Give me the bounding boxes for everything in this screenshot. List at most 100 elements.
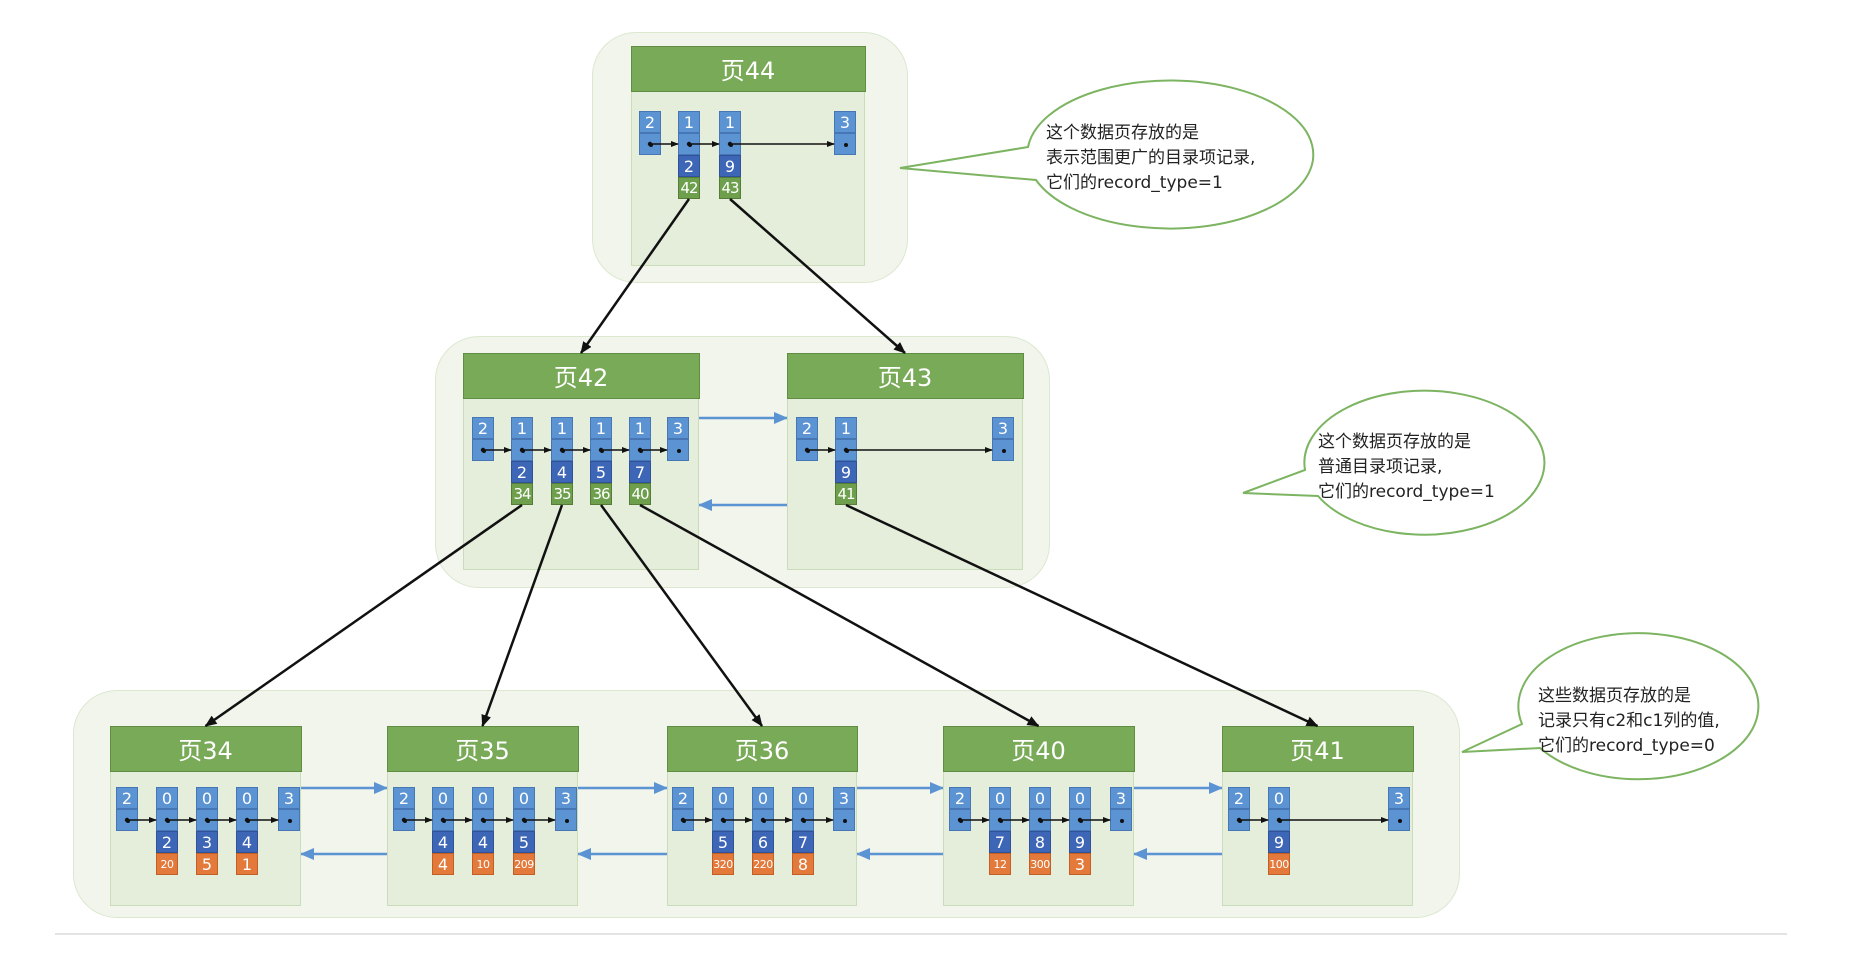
record-key-cell: 4 [432,831,454,853]
next-pointer-cell [472,809,494,831]
child-page-cell: 34 [511,483,533,505]
next-pointer-cell [1228,809,1250,831]
record-key-cell: 7 [629,461,651,483]
record-type-cell: 1 [551,417,573,439]
record-type-cell: 0 [1069,787,1091,809]
pointer-dot-icon [482,819,486,823]
next-pointer-cell [678,133,700,155]
next-pointer-cell [672,809,694,831]
pointer-dot-icon [166,819,170,823]
record-type-cell: 2 [393,787,415,809]
record-type-cell: 1 [678,111,700,133]
record-value-cell: 12 [989,853,1011,875]
page-header: 页41 [1221,725,1414,772]
next-pointer-cell [992,439,1014,461]
next-pointer-cell [989,809,1011,831]
pointer-dot-icon [649,143,653,147]
pointer-dot-icon [565,819,569,823]
record-value-cell: 300 [1029,853,1051,875]
pointer-dot-icon [802,819,806,823]
pointer-dot-icon [1039,819,1043,823]
record-type-cell: 0 [472,787,494,809]
callout-line: 它们的record_type=0 [1538,736,1715,756]
pointer-dot-icon [1398,819,1402,823]
record-type-cell: 2 [796,417,818,439]
record-type-cell: 3 [1110,787,1132,809]
next-pointer-cell [511,439,533,461]
next-pointer-cell [1069,809,1091,831]
pointer-dot-icon [1002,449,1006,453]
record-value-cell: 100 [1268,853,1290,875]
pointer-dot-icon [682,819,686,823]
pointer-dot-icon [677,449,681,453]
next-pointer-cell [796,439,818,461]
pointer-dot-icon [959,819,963,823]
pointer-dot-icon [561,449,565,453]
record-type-cell: 2 [472,417,494,439]
record-type-cell: 2 [1228,787,1250,809]
child-page-cell: 43 [719,177,741,199]
callout-line: 这些数据页存放的是 [1538,686,1691,706]
record-type-cell: 1 [511,417,533,439]
next-pointer-cell [835,439,857,461]
record-type-cell: 1 [835,417,857,439]
record-type-cell: 3 [992,417,1014,439]
next-pointer-cell [278,809,300,831]
record-type-cell: 3 [833,787,855,809]
next-pointer-cell [590,439,612,461]
record-type-cell: 3 [555,787,577,809]
callout-line: 这个数据页存放的是 [1046,123,1199,143]
pointer-dot-icon [762,819,766,823]
record-type-cell: 0 [236,787,258,809]
next-pointer-cell [555,809,577,831]
record-key-cell: 2 [156,831,178,853]
record-value-cell: 3 [1069,853,1091,875]
pointer-dot-icon [843,819,847,823]
next-pointer-cell [472,439,494,461]
page-header: 页34 [109,725,302,772]
record-key-cell: 5 [712,831,734,853]
record-value-cell: 220 [752,853,774,875]
record-type-cell: 2 [949,787,971,809]
record-value-cell: 20 [156,853,178,875]
record-key-cell: 9 [719,155,741,177]
page-44: 页44 [630,45,866,266]
next-pointer-cell [156,809,178,831]
record-type-cell: 1 [629,417,651,439]
next-pointer-cell [949,809,971,831]
record-value-cell: 8 [792,853,814,875]
next-pointer-cell [1388,809,1410,831]
record-key-cell: 7 [989,831,1011,853]
next-pointer-cell [513,809,535,831]
record-value-cell: 320 [712,853,734,875]
pointer-dot-icon [1238,819,1242,823]
record-type-cell: 0 [752,787,774,809]
pointer-dot-icon [639,449,643,453]
page-header: 页40 [942,725,1135,772]
next-pointer-cell [432,809,454,831]
pointer-dot-icon [729,143,733,147]
pointer-dot-icon [521,449,525,453]
pointer-dot-icon [442,819,446,823]
record-key-cell: 2 [678,155,700,177]
next-pointer-cell [629,439,651,461]
next-pointer-cell [833,809,855,831]
record-key-cell: 7 [792,831,814,853]
next-pointer-cell [712,809,734,831]
next-pointer-cell [236,809,258,831]
callout-line: 这个数据页存放的是 [1318,432,1471,452]
next-pointer-cell [639,133,661,155]
pointer-dot-icon [999,819,1003,823]
next-pointer-cell [667,439,689,461]
page-43: 页43 [786,352,1024,570]
next-pointer-cell [1029,809,1051,831]
callout-line: 它们的record_type=1 [1318,482,1495,502]
record-type-cell: 3 [667,417,689,439]
next-pointer-cell [1110,809,1132,831]
pointer-dot-icon [1278,819,1282,823]
page-header: 页35 [386,725,579,772]
record-type-cell: 0 [196,787,218,809]
record-key-cell: 2 [511,461,533,483]
pointer-dot-icon [1120,819,1124,823]
